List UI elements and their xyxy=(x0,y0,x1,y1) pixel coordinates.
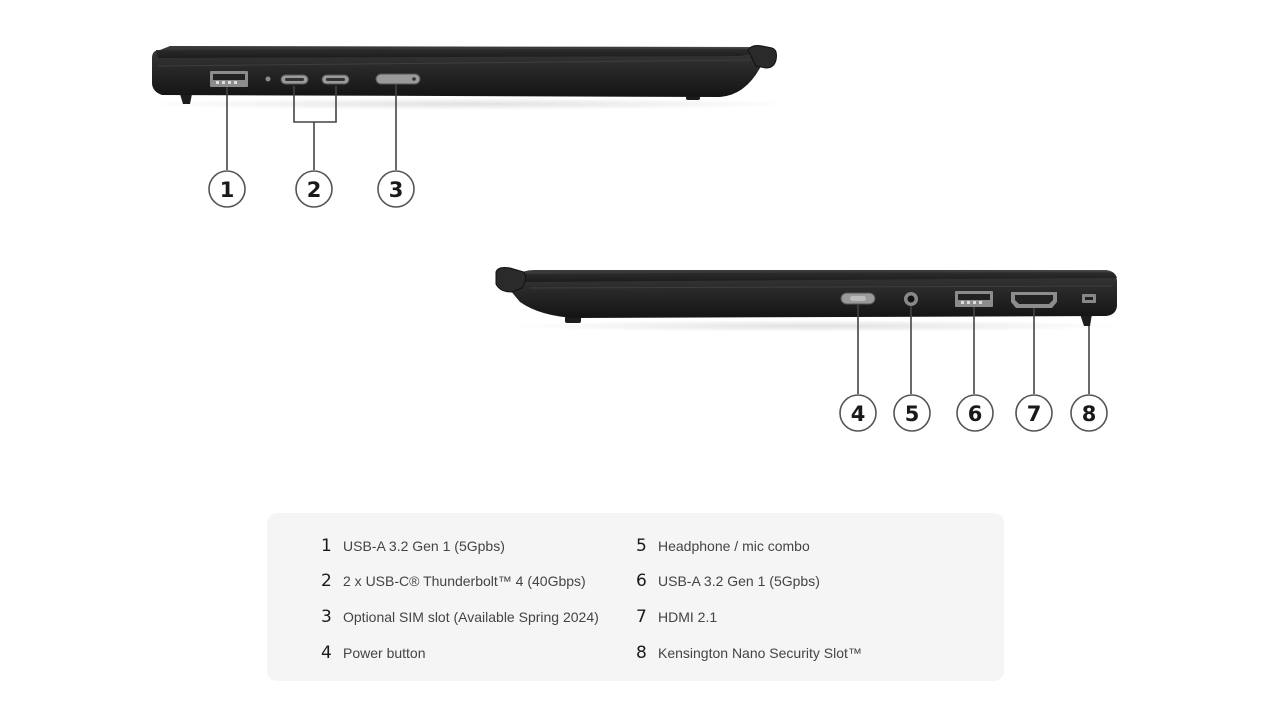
legend-item: 7 HDMI 2.1 xyxy=(636,607,717,627)
legend-label: Power button xyxy=(343,645,426,661)
callout-number: 1 xyxy=(220,178,235,202)
rubber-foot xyxy=(180,94,192,104)
legend-number: 5 xyxy=(636,536,647,556)
legend-label: USB-A 3.2 Gen 1 (5Gpbs) xyxy=(343,538,505,554)
chassis-left xyxy=(152,46,766,97)
legend-number: 3 xyxy=(321,607,332,627)
callout-lines xyxy=(857,304,1090,394)
sim-slot-icon xyxy=(375,73,421,85)
callout-lines xyxy=(226,84,397,170)
callout-badge: 4 xyxy=(839,394,877,432)
legend-number: 4 xyxy=(321,643,332,663)
legend-label: Headphone / mic combo xyxy=(658,538,810,554)
callout-number: 2 xyxy=(307,178,322,202)
legend-label: Kensington Nano Security Slot™ xyxy=(658,645,862,661)
callout-number: 3 xyxy=(389,178,404,202)
callout-badge: 5 xyxy=(893,394,931,432)
ports-legend: 1 USB-A 3.2 Gen 1 (5Gpbs) 2 2 x USB-C® T… xyxy=(267,513,1004,681)
laptop-right-side: 4 5 6 7 8 xyxy=(495,267,1125,432)
legend-label: Optional SIM slot (Available Spring 2024… xyxy=(343,609,599,625)
legend-item: 3 Optional SIM slot (Available Spring 20… xyxy=(321,607,599,627)
callout-number: 6 xyxy=(968,402,983,426)
legend-number: 1 xyxy=(321,536,332,556)
usb-a-port-icon xyxy=(955,291,993,307)
callout-number: 7 xyxy=(1027,402,1042,426)
legend-item: 2 2 x USB-C® Thunderbolt™ 4 (40Gbps) xyxy=(321,571,586,591)
legend-number: 7 xyxy=(636,607,647,627)
callout-badge: 2 xyxy=(295,170,333,208)
legend-number: 8 xyxy=(636,643,647,663)
callout-number: 4 xyxy=(851,402,866,426)
legend-label: 2 x USB-C® Thunderbolt™ 4 (40Gbps) xyxy=(343,573,586,589)
legend-number: 2 xyxy=(321,571,332,591)
callout-number: 8 xyxy=(1082,402,1097,426)
hinge xyxy=(495,267,527,293)
legend-item: 4 Power button xyxy=(321,643,426,663)
legend-item: 6 USB-A 3.2 Gen 1 (5Gpbs) xyxy=(636,571,820,591)
legend-label: HDMI 2.1 xyxy=(658,609,718,625)
legend-label: USB-A 3.2 Gen 1 (5Gpbs) xyxy=(658,573,820,589)
callout-badge: 7 xyxy=(1015,394,1053,432)
callout-badge: 6 xyxy=(956,394,994,432)
status-led-icon xyxy=(265,76,271,82)
callout-badge: 1 xyxy=(208,170,246,208)
callout-badge: 3 xyxy=(377,170,415,208)
rubber-foot xyxy=(1080,314,1092,326)
laptop-left-side: 1 2 3 xyxy=(140,45,800,208)
legend-number: 6 xyxy=(636,571,647,591)
callout-badge: 8 xyxy=(1070,394,1108,432)
usb-a-port-icon xyxy=(210,71,248,87)
legend-item: 5 Headphone / mic combo xyxy=(636,536,810,556)
legend-item: 1 USB-A 3.2 Gen 1 (5Gpbs) xyxy=(321,536,505,556)
callout-number: 5 xyxy=(905,402,920,426)
legend-item: 8 Kensington Nano Security Slot™ xyxy=(636,643,862,663)
hinge xyxy=(747,45,777,69)
